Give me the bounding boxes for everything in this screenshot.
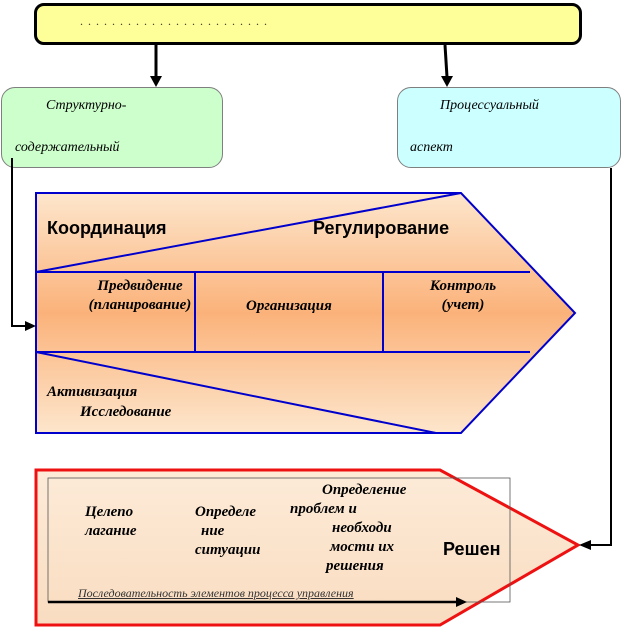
arrowhead-structural <box>150 76 162 87</box>
label-decision: Решен <box>443 539 501 559</box>
situation-line1: Определе <box>195 504 257 520</box>
problems-line1: Определение <box>322 482 407 498</box>
goal-setting-line1: Целепо <box>85 504 134 520</box>
control-line1: Контроль <box>429 278 497 294</box>
sequence-label: Последовательность элементов процесса уп… <box>78 586 354 600</box>
top-box <box>34 3 582 45</box>
label-problems: Определение проблем и необходи мости их … <box>290 481 406 576</box>
label-regulation: Регулирование <box>313 218 450 238</box>
arrowhead-process <box>441 76 453 87</box>
arrow-top-to-process <box>443 44 449 78</box>
sequence-arrowhead <box>456 597 467 607</box>
problems-line3: необходи <box>332 520 392 536</box>
problems-line4: мости их <box>330 539 395 555</box>
goal-setting-line2: лагание <box>85 523 137 539</box>
decision-pentagon <box>34 468 582 627</box>
functions-pentagon <box>35 192 577 434</box>
process-aspect-line1: Процессуальный <box>440 98 539 113</box>
process-aspect-box <box>397 87 621 168</box>
problems-line2: проблем и <box>290 501 357 517</box>
label-research: Исследование <box>80 404 172 420</box>
label-control: Контроль (учет) <box>403 277 523 315</box>
upper-diagonal <box>35 192 462 273</box>
top-box-text: . . . . . . . . . . . . . . . . . . . . … <box>80 14 268 28</box>
foresight-line2: (планирование) <box>88 297 192 313</box>
label-organization: Организация <box>246 298 332 314</box>
situation-line2: ние <box>201 523 225 539</box>
structural-aspect-line2: содержательный <box>15 140 120 155</box>
label-situation: Определе ние ситуации <box>195 503 260 560</box>
lower-diagonal <box>35 351 437 434</box>
structural-aspect-line1: Структурно- <box>46 98 127 113</box>
connector-process-to-decision <box>590 168 612 546</box>
process-aspect-line2: аспект <box>410 140 453 155</box>
label-goal-setting: Целепо лагание <box>85 503 137 541</box>
control-line2: (учет) <box>441 297 485 313</box>
structural-aspect-box <box>1 87 223 168</box>
problems-line5: решения <box>326 558 384 574</box>
label-activation: Активизация <box>47 384 138 400</box>
label-coordination: Координация <box>47 218 167 238</box>
situation-line3: ситуации <box>195 542 261 558</box>
connector-structural-to-functions <box>11 158 26 327</box>
label-foresight: Предвидение (планирование) <box>70 277 210 315</box>
arrowhead-functions <box>25 321 36 331</box>
arrowhead-decision <box>579 540 591 550</box>
foresight-line1: Предвидение <box>97 278 183 294</box>
